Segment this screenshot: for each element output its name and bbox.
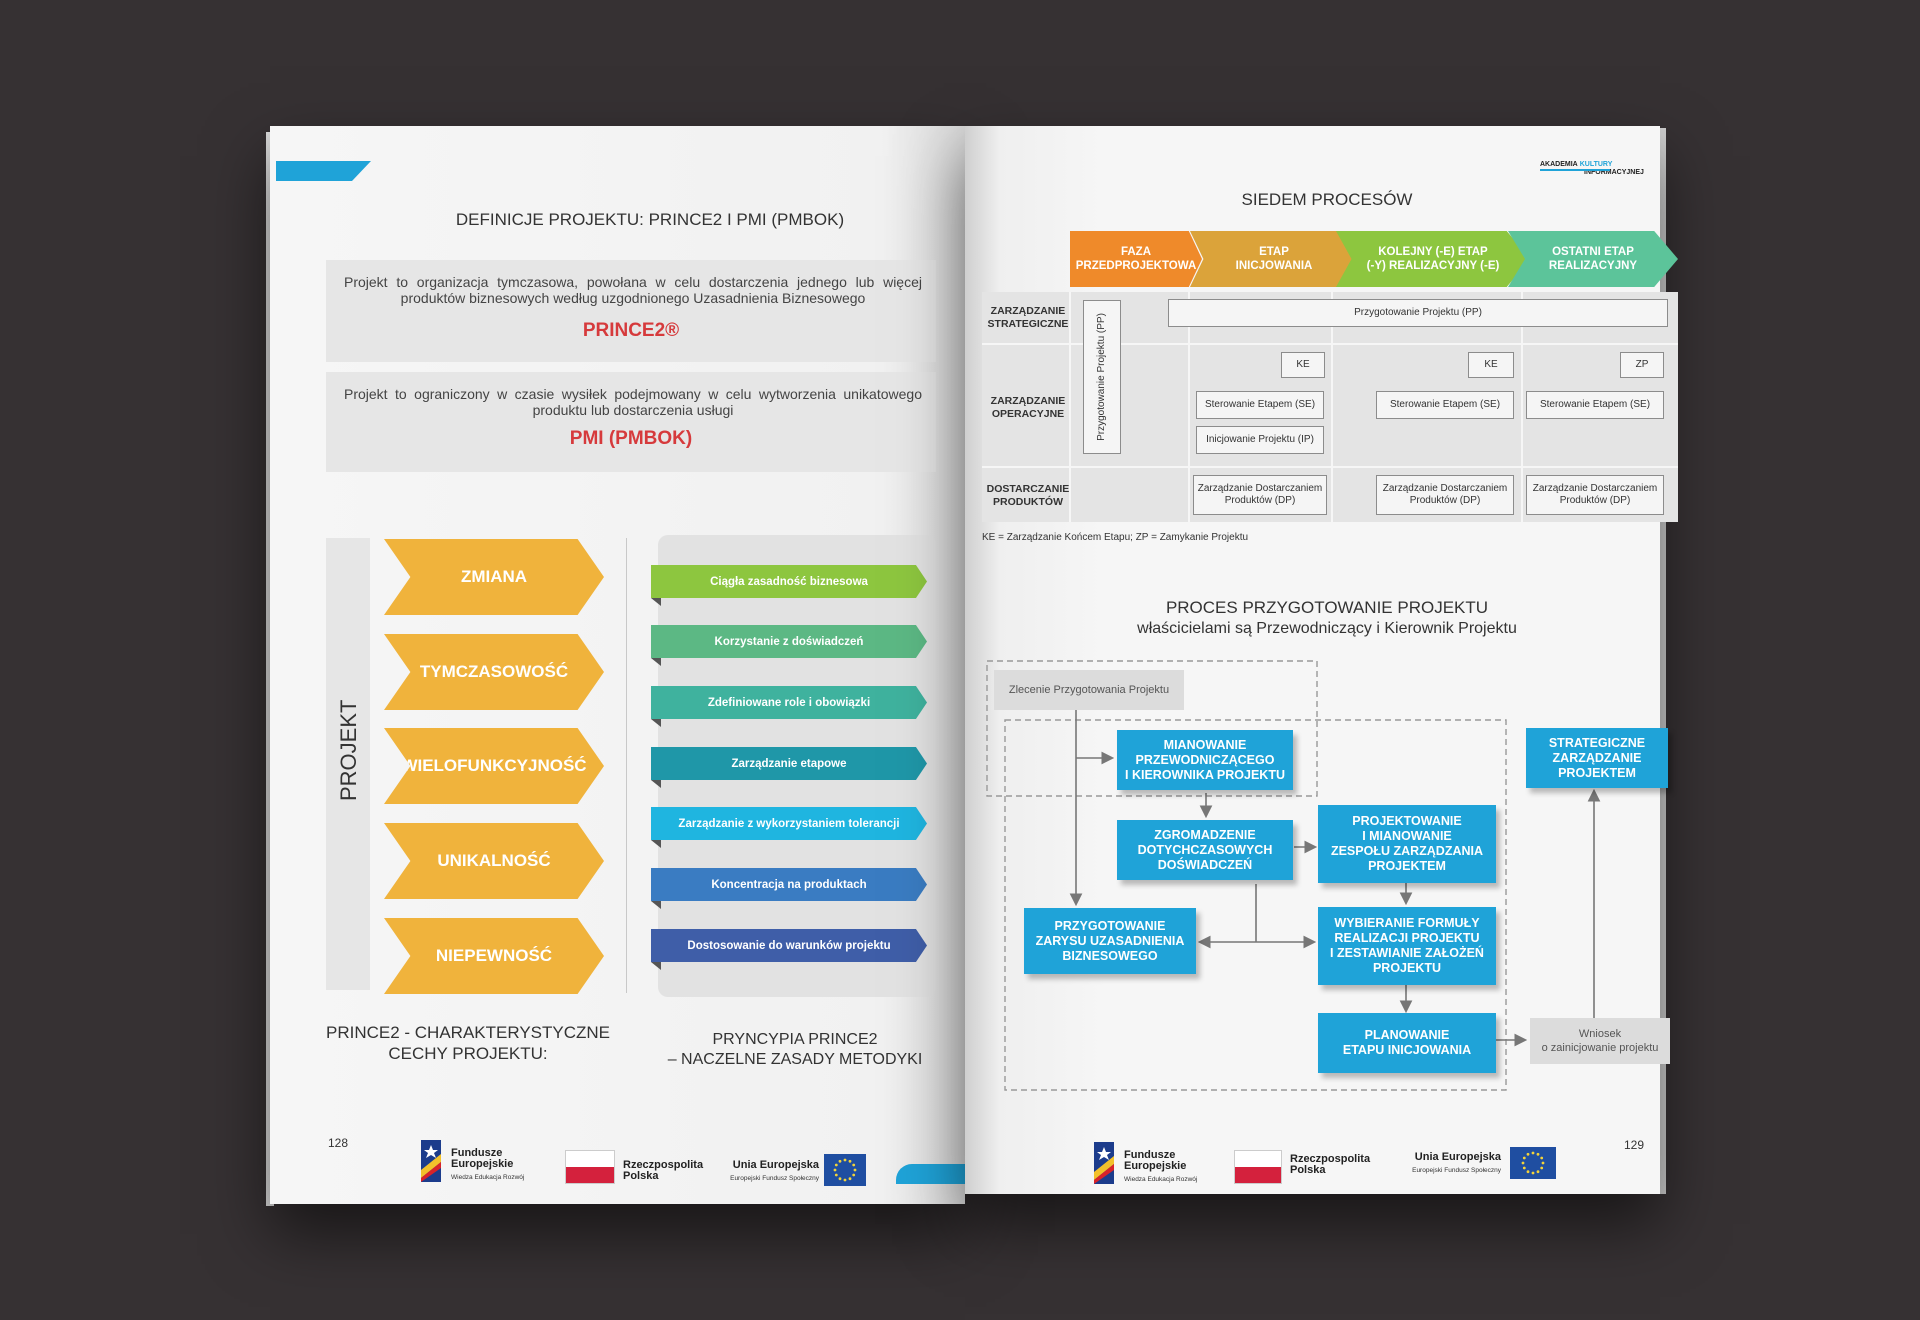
flow-strategiczne: STRATEGICZNE ZARZĄDZANIE PROJEKTEM [1526,728,1668,788]
eu-flag-icon-right [1510,1147,1556,1179]
flow-zgromadzenie: ZGROMADZENIE DOTYCHCZASOWYCH DOŚWIADCZEŃ [1117,820,1293,880]
pl-flag-icon-right [1234,1150,1282,1184]
flow-przygotowanie: PRZYGOTOWANIE ZARYSU UZASADNIENIA BIZNES… [1024,908,1196,974]
fe-logo-icon-right [1094,1142,1114,1184]
fe-sub-right: Wiedza Edukacja Rozwój [1124,1174,1197,1185]
rp-logo-text-right: Rzeczpospolita Polska [1290,1154,1370,1176]
rp-title2-right: Polska [1290,1164,1325,1176]
ue-title-right: Unia Europejska [1415,1151,1501,1163]
fe-title2-right: Europejskie [1124,1160,1186,1172]
flow-mianowanie: MIANOWANIE PRZEWODNICZĄCEGO I KIEROWNIKA… [1117,730,1293,790]
page-number-right: 129 [1624,1138,1644,1152]
fe-logo-text-right: Fundusze Europejskie Wiedza Edukacja Roz… [1124,1150,1197,1185]
flow-wniosek: Wniosek o zainicjowanie projektu [1530,1018,1670,1064]
flow-projektowanie: PROJEKTOWANIE I MIANOWANIE ZESPOŁU ZARZĄ… [1318,805,1496,883]
flow-zlecenie: Zlecenie Przygotowania Projektu [994,670,1184,710]
ue-logo-text-right: Unia Europejska Europejski Fundusz Społe… [1397,1152,1501,1176]
ue-sub-right: Europejski Fundusz Społeczny [1397,1165,1501,1176]
flow-wybieranie: WYBIERANIE FORMUŁY REALIZACJI PROJEKTU I… [1318,907,1496,985]
flow-planowanie: PLANOWANIE ETAPU INICJOWANIA [1318,1013,1496,1073]
